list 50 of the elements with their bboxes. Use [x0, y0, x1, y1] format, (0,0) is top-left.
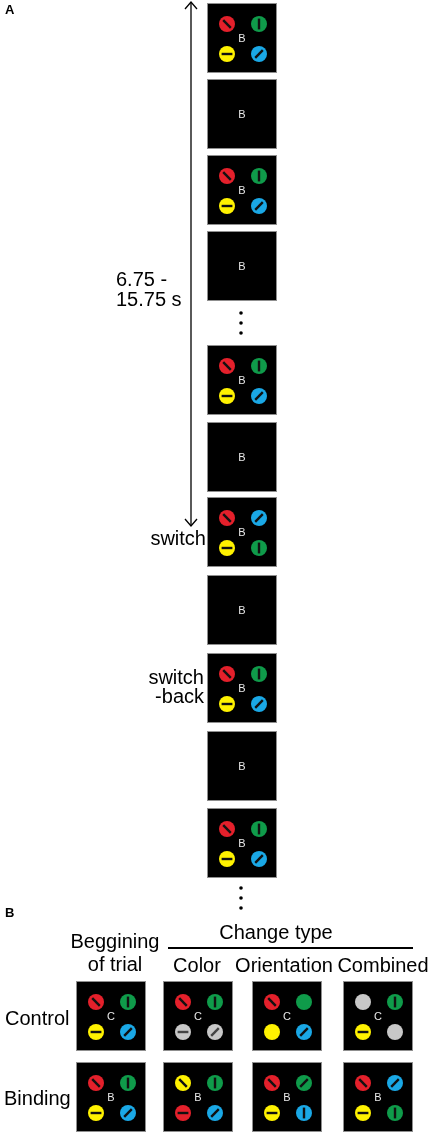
frame-letter: C [107, 1010, 115, 1022]
frame-letter: B [194, 1091, 202, 1103]
display-frame [163, 981, 233, 1051]
display-frame [252, 1062, 322, 1132]
frame-caption: switch [149, 528, 206, 548]
display-frame [343, 981, 413, 1051]
duration-label: 6.75 - 15.75 s [116, 269, 183, 309]
display-frame [163, 1062, 233, 1132]
display-frame [207, 575, 277, 645]
frame-letter: B [107, 1091, 115, 1103]
frame-letter: B [283, 1091, 291, 1103]
frame-letter: B [238, 682, 246, 694]
column-header: Orientation [234, 953, 334, 977]
display-frame [252, 981, 322, 1051]
frame-letter: B [238, 260, 246, 272]
row-label: Binding [4, 1086, 71, 1110]
frame-letter: C [283, 1010, 291, 1022]
display-frame [207, 497, 277, 567]
frame-letter: B [374, 1091, 382, 1103]
display-frame [343, 1062, 413, 1132]
display-frame [76, 981, 146, 1051]
frame-letter: B [238, 760, 246, 772]
column-header: Beggining of trial [69, 930, 161, 976]
display-frame [76, 1062, 146, 1132]
frame-letter: B [238, 184, 246, 196]
frame-letter: B [238, 837, 246, 849]
frame-letter: B [238, 108, 246, 120]
frame-letter: B [238, 526, 246, 538]
frame-letter: B [238, 32, 246, 44]
row-label: Control [5, 1006, 70, 1030]
frame-letter: B [238, 451, 246, 463]
frame-letter: C [374, 1010, 382, 1022]
display-frame [207, 422, 277, 492]
column-header: Color [172, 953, 222, 977]
group-header: Change type [218, 920, 334, 944]
display-frame [207, 3, 277, 73]
display-frame [207, 653, 277, 723]
display-frame [207, 231, 277, 301]
display-frame [207, 155, 277, 225]
display-frame [207, 79, 277, 149]
frame-letter: C [194, 1010, 202, 1022]
display-frame [207, 345, 277, 415]
column-header: Combined [336, 953, 430, 977]
display-frame [207, 731, 277, 801]
panel-label: A [5, 3, 15, 16]
frame-letter: B [238, 374, 246, 386]
panel-label: B [5, 906, 15, 919]
frame-letter: B [238, 604, 246, 616]
display-frame [207, 808, 277, 878]
frame-caption: switch -back [147, 668, 204, 706]
